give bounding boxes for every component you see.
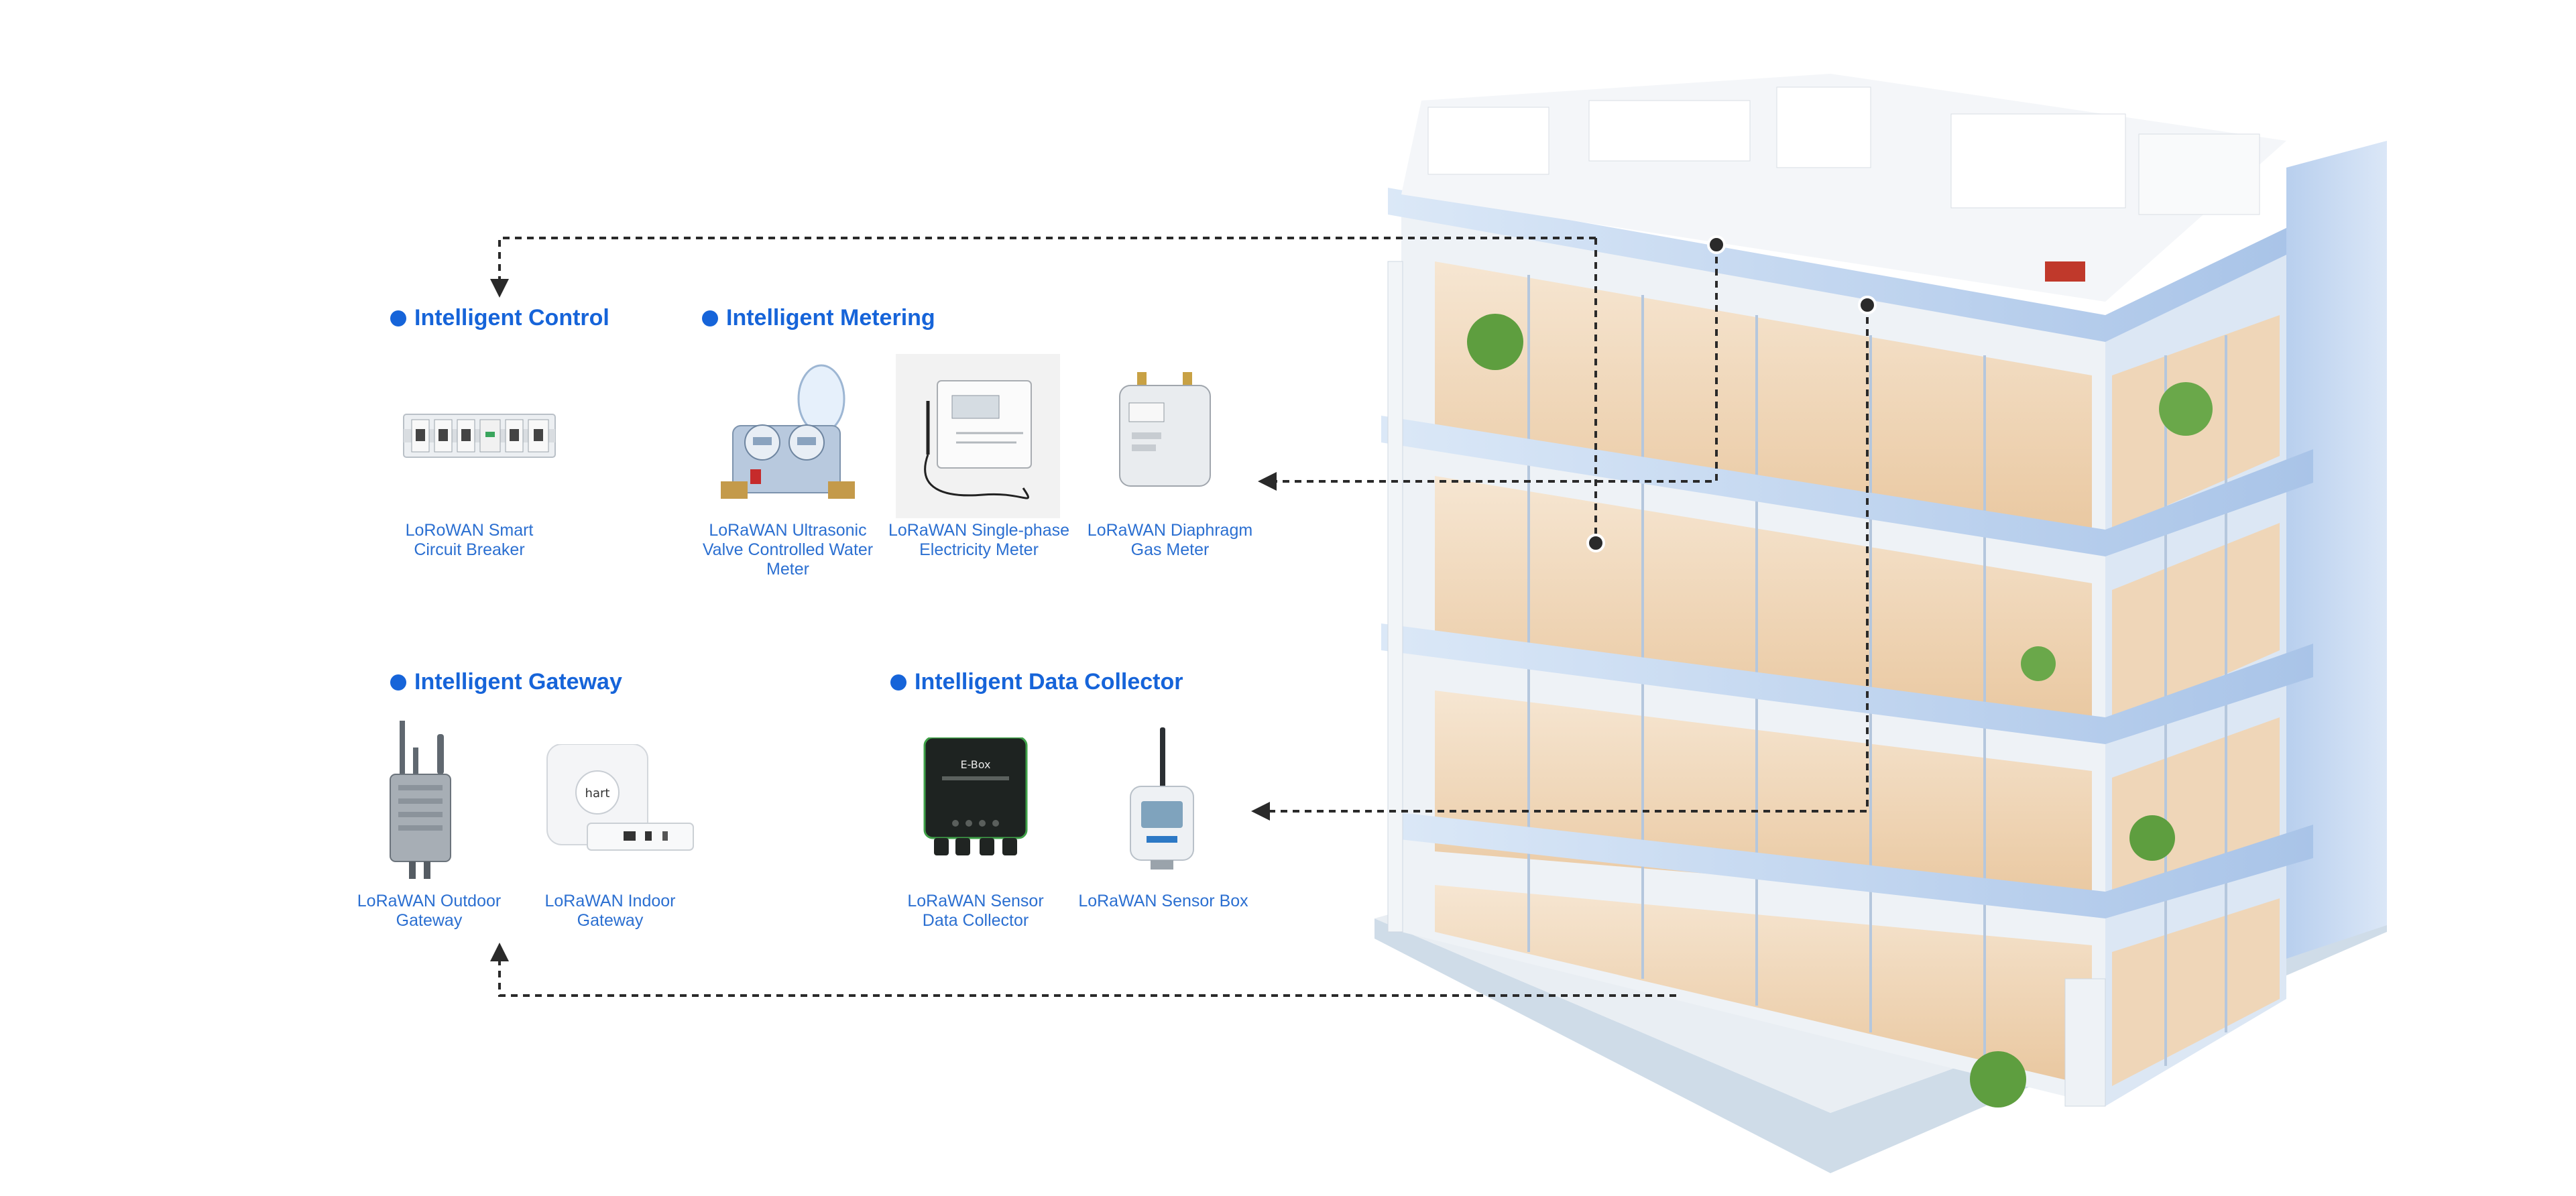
section-title: Intelligent Control [414,305,609,331]
product-label-sensor-box: LoRaWAN Sensor Box [1078,892,1248,910]
section-title: Intelligent Metering [726,305,935,331]
outdoor-gateway-icon [375,721,463,885]
product-label-circuit-breaker: LoRoWAN Smart Circuit Breaker [405,521,534,559]
section-title: Intelligent Gateway [414,669,622,695]
connector-to-collector [1251,305,1869,821]
connector-to-metering [1258,245,1718,491]
section-title: Intelligent Data Collector [915,669,1183,695]
electricity-meter-icon [896,354,1060,522]
product-label-water-meter: LoRaWAN Ultrasonic Valve Controlled Wate… [702,521,874,579]
bullet-dot [702,310,718,326]
device-label-text: E-Box [960,758,990,771]
product-label-outdoor-gateway: LoRaWAN Outdoor Gateway [357,892,502,930]
connector-to-gateway [490,943,1676,997]
device-logo-text: hart [585,786,610,800]
section-heading-metering: Intelligent Metering [702,305,935,331]
gas-meter-icon [1113,372,1217,496]
product-label-data-collector: LoRaWAN Sensor Data Collector [907,892,1044,930]
connector-node [1586,534,1605,552]
connector-to-control [490,237,1596,298]
product-label-electricity-meter: LoRaWAN Single-phase Electricity Meter [888,521,1070,559]
product-label-gas-meter: LoRaWAN Diaphragm Gas Meter [1087,521,1253,559]
product-label-indoor-gateway: LoRaWAN Indoor Gateway [544,892,676,930]
circuit-breaker-icon [402,402,557,473]
bullet-dot [390,310,406,326]
connector-node [1858,296,1877,314]
sensor-box-icon [1126,727,1197,875]
section-heading-gateway: Intelligent Gateway [390,669,622,695]
building-illustration [1374,74,2387,1173]
data-collector-icon: E-Box [922,736,1029,865]
bullet-dot [390,674,406,691]
section-heading-collector: Intelligent Data Collector [890,669,1183,695]
connector-node [1707,235,1726,254]
bullet-dot [890,674,906,691]
indoor-gateway-icon: hart [544,743,695,861]
section-heading-control: Intelligent Control [390,305,609,331]
water-meter-icon [721,362,855,516]
